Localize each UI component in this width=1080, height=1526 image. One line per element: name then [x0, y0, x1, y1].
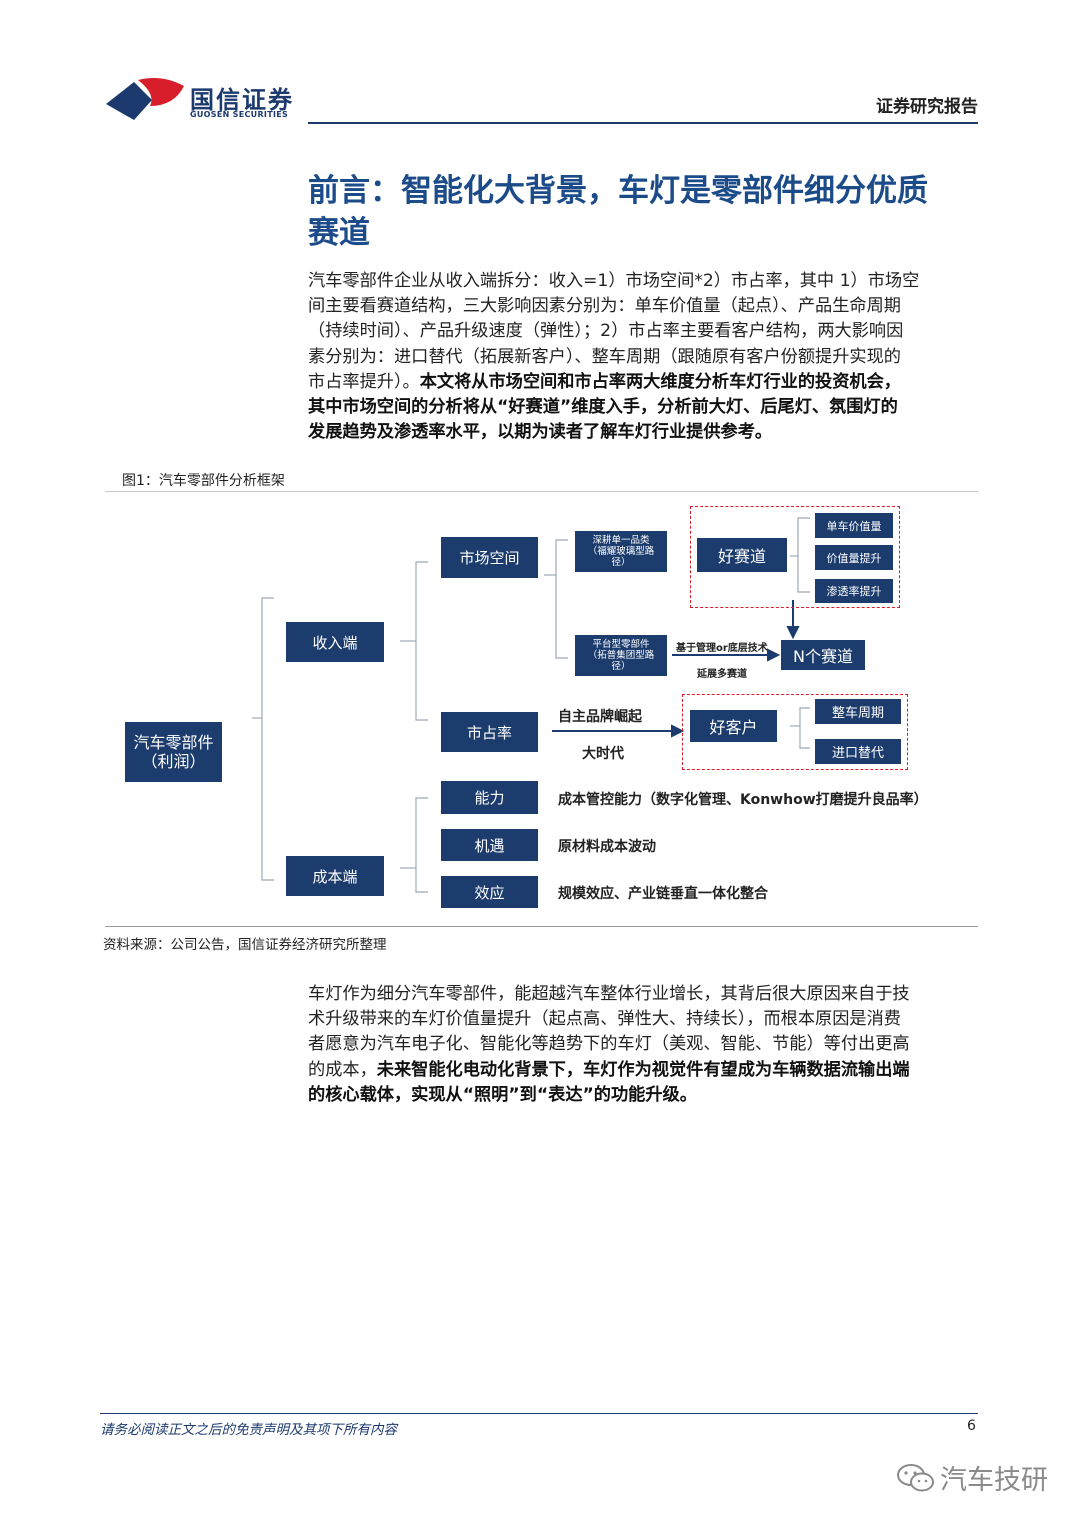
footer-divider — [100, 1413, 978, 1414]
body-bold-text: 未来智能化电动化背景下，车灯作为视觉件有望成为车辆数据流输出端 — [376, 1059, 910, 1080]
intro-line: 素分别为：进口替代（拓展新客户）、整车周期（跟随原有客户份额提升实现的 — [308, 346, 901, 367]
section-title-line-2: 赛道 — [308, 215, 370, 251]
node-unit-value: 单车价值量 — [815, 513, 893, 538]
section-title: 前言：智能化大背景，车灯是零部件细分优质 赛道 — [308, 170, 988, 254]
node-deep-line: （福耀玻璃型路 — [587, 546, 655, 557]
footer-disclaimer: 请务必阅读正文之后的免责声明及其项下所有内容 — [100, 1422, 397, 1438]
intro-line: 间主要看赛道结构，三大影响因素分别为：单车价值量（起点）、产品生命周期 — [308, 296, 901, 317]
good-customer-dashed-frame — [682, 694, 908, 770]
good-track-dashed-frame — [690, 506, 900, 608]
node-deep-line: 径） — [611, 557, 631, 568]
intro-paragraph: 汽车零部件企业从收入端拆分：收入=1）市场空间*2）市占率，其中 1）市场空 间… — [308, 269, 980, 445]
node-ability: 能力 — [441, 781, 538, 814]
intro-line: 其中市场空间的分析将从“好赛道”维度入手，分析前大灯、后尾灯、氛围灯的 — [308, 395, 980, 420]
node-platform-line: （拓普集团型路 — [587, 650, 655, 661]
node-market-share: 市占率 — [441, 712, 538, 752]
node-vehicle-cycle: 整车周期 — [815, 699, 901, 724]
intro-bold-text: 本文将从市场空间和市占率两大维度分析车灯行业的投资机会， — [419, 371, 901, 392]
root-node-auto-parts: 汽车零部件 （利润） — [125, 722, 222, 782]
label-effect-desc: 规模效应、产业链垂直一体化整合 — [558, 886, 768, 902]
root-node-label: 汽车零部件 — [133, 733, 214, 752]
header-divider — [308, 122, 978, 124]
label-extend-tracks: 延展多赛道 — [697, 669, 747, 680]
body-bold-text: 的核心载体，实现从“照明”到“表达”的功能升级。 — [308, 1084, 697, 1105]
node-good-customer: 好客户 — [690, 710, 777, 742]
wechat-icon — [897, 1464, 934, 1492]
node-revenue: 收入端 — [286, 622, 384, 662]
node-value-increase: 价值量提升 — [815, 545, 893, 570]
body-line: 车灯作为细分汽车零部件，能超越汽车整体行业增长，其背后很大原因来自于技 — [308, 984, 910, 1004]
section-title-line-1: 前言：智能化大背景，车灯是零部件细分优质 — [308, 173, 928, 209]
label-brand-rise: 自主品牌崛起 — [558, 709, 642, 725]
node-platform-parts: 平台型零部件 （拓普集团型路 径） — [575, 635, 667, 676]
intro-line: 市占率提升）。本文将从市场空间和市占率两大维度分析车灯行业的投资机会， — [308, 370, 980, 395]
logo-text-en: GUOSEN SECURITIES — [190, 110, 289, 119]
page-number: 6 — [967, 1418, 976, 1434]
intro-line: 发展趋势及渗透率水平，以期为读者了解车灯行业提供参考。 — [308, 420, 980, 445]
body-paragraph: 车灯作为细分汽车零部件，能超越汽车整体行业增长，其背后很大原因来自于技 术升级带… — [308, 982, 980, 1108]
intro-bold-text: 其中市场空间的分析将从“好赛道”维度入手，分析前大灯、后尾灯、氛围灯的 — [308, 397, 898, 418]
body-line: 的核心载体，实现从“照明”到“表达”的功能升级。 — [308, 1083, 980, 1108]
label-ability-desc: 成本管控能力（数字化管理、Konwhow打磨提升良品率） — [558, 792, 928, 808]
node-import-substitution: 进口替代 — [815, 739, 901, 764]
node-opportunity: 机遇 — [441, 829, 538, 861]
figure-caption: 图1：汽车零部件分析框架 — [122, 473, 285, 489]
label-opportunity-desc: 原材料成本波动 — [558, 839, 656, 855]
body-text: 的成本， — [308, 1059, 377, 1080]
body-line: 的成本，未来智能化电动化背景下，车灯作为视觉件有望成为车辆数据流输出端 — [308, 1058, 980, 1083]
node-market-space: 市场空间 — [441, 537, 538, 578]
node-n-tracks: N个赛道 — [781, 640, 865, 670]
node-penetration-increase: 渗透率提升 — [815, 579, 893, 603]
node-good-track: 好赛道 — [697, 538, 787, 572]
node-platform-line: 平台型零部件 — [592, 639, 650, 650]
intro-text: 市占率提升）。 — [308, 371, 420, 392]
label-tech-basis: 基于管理or底层技术 — [676, 643, 768, 654]
report-type-label: 证券研究报告 — [876, 97, 978, 117]
node-deep-single-category: 深耕单一品类 （福耀玻璃型路 径） — [575, 531, 667, 572]
figure-bottom-rule — [105, 926, 978, 927]
intro-bold-text: 发展趋势及渗透率水平，以期为读者了解车灯行业提供参考。 — [308, 422, 773, 443]
root-node-sublabel: （利润） — [141, 752, 206, 771]
node-effect: 效应 — [441, 876, 538, 908]
intro-line: 汽车零部件企业从收入端拆分：收入=1）市场空间*2）市占率，其中 1）市场空 — [308, 271, 920, 291]
figure-source: 资料来源：公司公告，国信证券经济研究所整理 — [103, 937, 387, 953]
node-platform-line: 径） — [611, 661, 631, 672]
node-deep-line: 深耕单一品类 — [592, 535, 650, 546]
node-cost: 成本端 — [286, 856, 384, 896]
logo-text-cn: 国信证券 — [190, 86, 294, 114]
label-big-era: 大时代 — [582, 746, 624, 762]
intro-line: （持续时间）、产品升级速度（弹性）；2）市占率主要看客户结构，两大影响因 — [308, 321, 904, 342]
guosen-logo-mark — [106, 78, 184, 120]
watermark-text: 汽车技研 — [940, 1465, 1048, 1496]
body-line: 者愿意为汽车电子化、智能化等趋势下的车灯（美观、智能、节能）等付出更高 — [308, 1034, 910, 1055]
figure-top-rule — [105, 491, 978, 492]
body-line: 术升级带来的车灯价值量提升（起点高、弹性大、持续长），而根本原因是消费 — [308, 1009, 901, 1030]
